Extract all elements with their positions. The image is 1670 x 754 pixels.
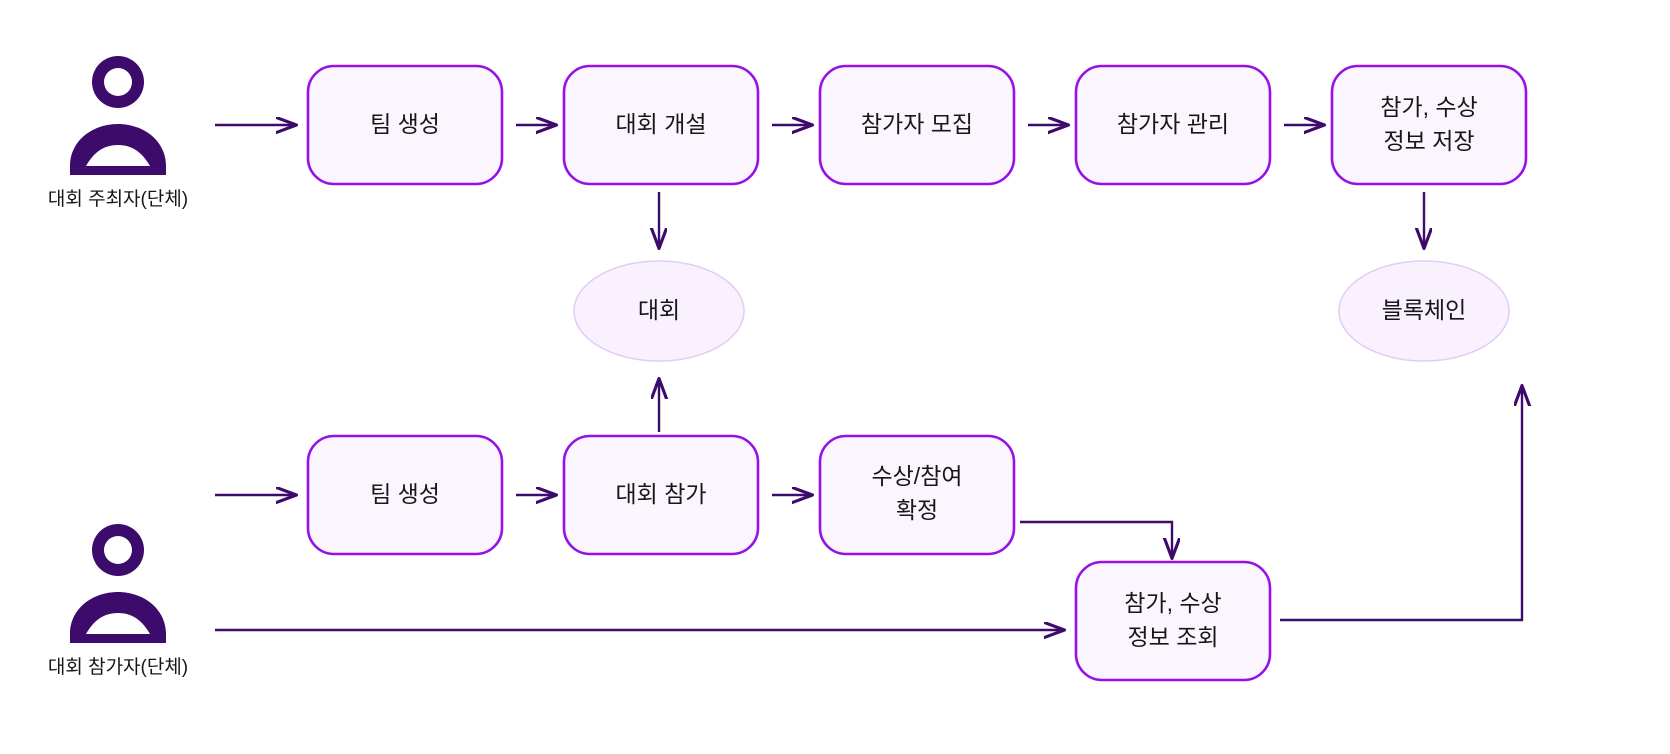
ellipse-shape[interactable] [1338,260,1510,362]
node-label-line2: 정보 저장 [1383,128,1474,154]
person-icon [70,524,166,643]
node-label: 대회 개설 [615,111,706,137]
node-box-shape[interactable] [1074,560,1272,682]
node-box-shape[interactable] [1074,64,1272,186]
person-icon [70,56,166,175]
node-store-blockchain[interactable]: 블록체인 [1338,260,1510,362]
node-bottom-join-contest[interactable]: 대회 참가 [562,434,760,556]
node-box-shape[interactable] [1330,64,1528,186]
node-bottom-query-info[interactable]: 참가, 수상 정보 조회 [1074,560,1272,682]
node-label: 대회 참가 [615,481,706,507]
node-box-shape[interactable] [818,434,1016,556]
node-top-save-info[interactable]: 참가, 수상 정보 저장 [1330,64,1528,186]
node-box-shape[interactable] [306,64,504,186]
node-label: 참가자 모집 [861,111,973,137]
node-label: 팀 생성 [370,111,440,137]
node-bottom-award-confirm[interactable]: 수상/참여 확정 [818,434,1016,556]
node-label-line2: 확정 [896,497,938,523]
ellipse-label: 대회 [638,297,680,323]
node-box-shape[interactable] [562,64,760,186]
ellipse-shape[interactable] [573,260,745,362]
node-store-contest[interactable]: 대회 [573,260,745,362]
ellipse-label: 블록체인 [1382,297,1467,323]
node-box-shape[interactable] [562,434,760,556]
node-box-shape[interactable] [306,434,504,556]
node-bottom-team-create[interactable]: 팀 생성 [306,434,504,556]
node-top-open-contest[interactable]: 대회 개설 [562,64,760,186]
node-top-team-create[interactable]: 팀 생성 [306,64,504,186]
edge-query-info-to-blockchain [1280,386,1522,622]
node-label-line1: 수상/참여 [871,463,962,489]
node-top-manage[interactable]: 참가자 관리 [1074,64,1272,186]
actor-participant: 대회 참가자(단체) [48,524,188,678]
edge-award-confirm-to-query-info [1020,520,1172,558]
actor-participant-label: 대회 참가자(단체) [48,656,188,678]
node-label-line1: 참가, 수상 [1124,590,1221,616]
node-label-line2: 정보 조회 [1127,624,1218,650]
node-box-shape[interactable] [818,64,1016,186]
node-label-line1: 참가, 수상 [1380,94,1477,120]
node-label: 팀 생성 [370,481,440,507]
node-label: 참가자 관리 [1117,111,1229,137]
node-top-recruit[interactable]: 참가자 모집 [818,64,1016,186]
actor-organizer: 대회 주최자(단체) [48,56,188,210]
actor-organizer-label: 대회 주최자(단체) [48,188,188,210]
